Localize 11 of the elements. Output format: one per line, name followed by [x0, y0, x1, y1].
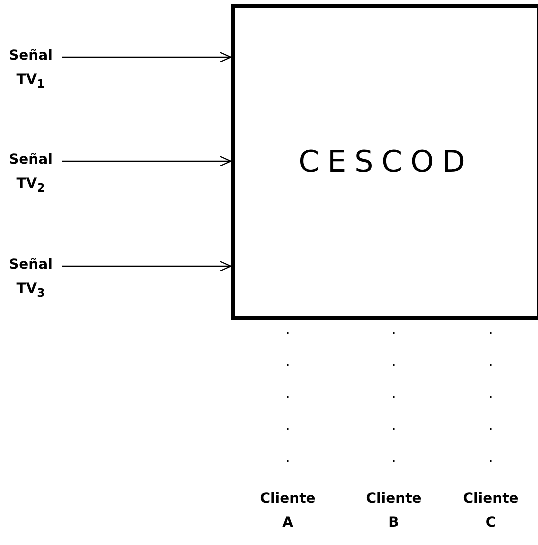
signal-label: Señal TV$_{2}$ [4, 149, 58, 199]
arrow [62, 260, 232, 272]
signal-label: Señal TV$_{1}$ [4, 45, 58, 95]
arrow [62, 52, 232, 64]
client-label: Cliente B [361, 486, 427, 536]
client-label: Cliente C [456, 486, 526, 536]
client-label: Cliente A [255, 486, 321, 536]
system-box [231, 4, 538, 320]
system-name: CESCOD [298, 144, 474, 180]
signal-label: Señal TV$_{3}$ [4, 254, 58, 304]
arrow [62, 156, 232, 168]
